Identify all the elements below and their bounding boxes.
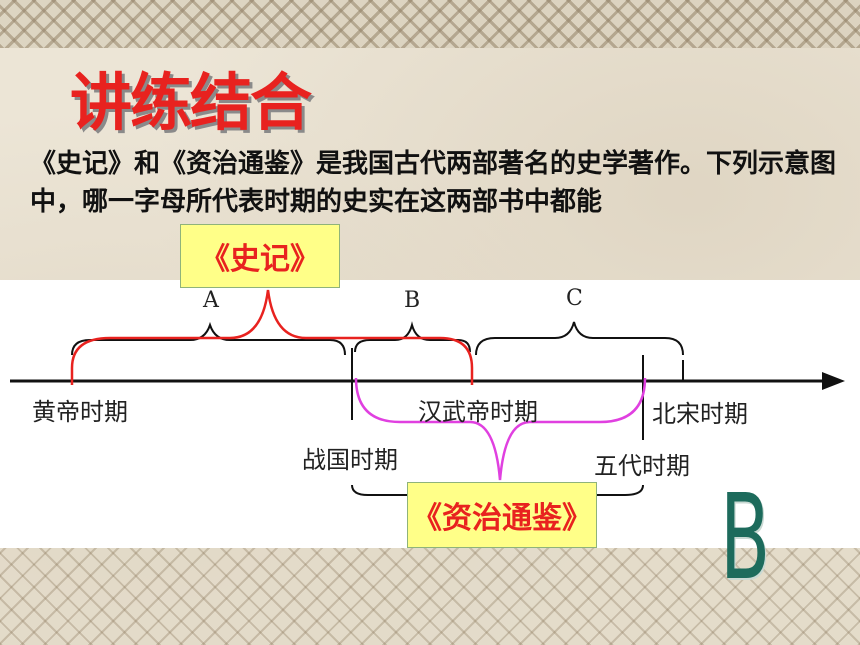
shiji-range-bracket bbox=[70, 289, 474, 385]
period-label-c: C bbox=[566, 286, 583, 311]
zizhi-badge: 《资治通鉴》 bbox=[407, 482, 597, 548]
label-wudai: 五代时期 bbox=[594, 452, 690, 480]
period-label-a: A bbox=[202, 288, 220, 313]
decorative-border-top bbox=[0, 0, 860, 48]
label-hanwudi: 汉武帝时期 bbox=[418, 398, 538, 426]
answer-letter: B bbox=[720, 468, 771, 606]
label-zhanguo: 战国时期 bbox=[302, 446, 398, 474]
shiji-badge: 《史记》 bbox=[180, 224, 340, 288]
timeline-arrow-head bbox=[822, 372, 845, 390]
label-beisong: 北宋时期 bbox=[652, 400, 748, 428]
brace-a bbox=[71, 321, 346, 356]
brace-c bbox=[475, 321, 684, 356]
question-text: 《史记》和《资治通鉴》是我国古代两部著名的史学著作。下列示意图中，哪一字母所代表… bbox=[30, 149, 837, 217]
slide-title: 讲练结合 bbox=[70, 66, 312, 139]
label-huangdi: 黄帝时期 bbox=[32, 398, 128, 426]
decorative-border-bottom bbox=[0, 548, 860, 645]
zizhi-range-bracket bbox=[354, 377, 647, 481]
period-label-b: B bbox=[404, 288, 420, 313]
brace-b bbox=[354, 321, 471, 353]
